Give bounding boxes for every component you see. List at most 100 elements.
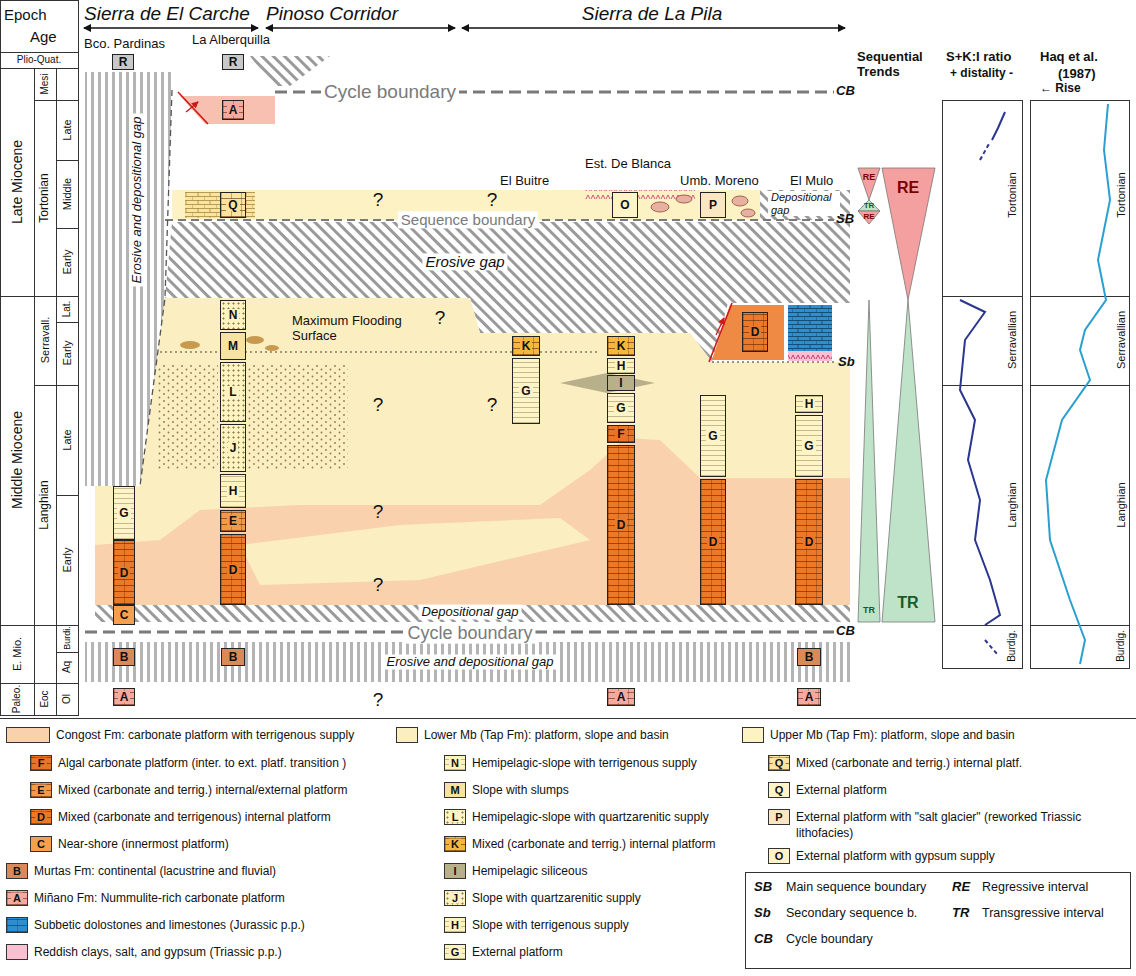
age-label: Eoc — [39, 690, 51, 707]
panel-title: Haq et al. — [1040, 50, 1098, 65]
boundary-label: Sequence boundary — [398, 211, 538, 228]
unit-letter: P — [707, 199, 719, 211]
gap-label: Erosive gap — [422, 253, 507, 270]
trend-triangle — [858, 300, 880, 622]
unit-letter: H — [227, 485, 240, 497]
boundary-label: Cycle boundary — [321, 81, 459, 103]
unit-letter: H — [803, 398, 816, 410]
unit-letter: A — [615, 691, 628, 703]
unit-letter: G — [706, 430, 719, 442]
legend-letter: F — [36, 758, 47, 769]
lithology-box: H — [795, 395, 823, 413]
curve-panel — [942, 385, 1022, 386]
subage-label: Lat. — [61, 301, 73, 318]
trend-label: TR — [897, 594, 918, 612]
trend-triangle — [858, 168, 935, 622]
axis-grid — [0, 1, 79, 716]
lithology-box: E — [220, 510, 246, 532]
trend-label: RE — [897, 179, 919, 197]
boundary-line — [85, 642, 850, 682]
panel-age-label: Tortonian — [1006, 172, 1019, 217]
lithology-box: J — [220, 424, 246, 472]
epoch-label: Middle Miocene — [9, 411, 25, 509]
thrust-block — [178, 92, 208, 124]
unknown-mark: ? — [373, 501, 384, 523]
region-header: Sierra de La Pila — [582, 3, 722, 25]
unknown-mark: ? — [373, 689, 384, 711]
section-name: Umb. Moreno — [680, 174, 759, 189]
subage-label: Late — [61, 119, 74, 140]
panel-age-label: Langhian — [1115, 482, 1128, 527]
legend-frame — [746, 873, 1131, 969]
curve-panel — [980, 142, 990, 160]
gap-area — [250, 56, 330, 86]
boundary-code: CB — [836, 84, 855, 99]
lithology-box: G — [700, 395, 726, 477]
lithology-box: D — [795, 479, 823, 605]
unknown-mark: ? — [435, 307, 446, 329]
unit-letter: R — [117, 56, 130, 68]
extent-arrow — [84, 27, 258, 29]
tap-upper-member — [741, 209, 755, 217]
unit-letter: A — [803, 691, 816, 703]
tap-upper-member — [185, 192, 255, 218]
legend-letter: B — [11, 866, 23, 877]
subage-label: Ol — [61, 694, 73, 704]
section-name: El Mulo — [790, 174, 833, 189]
lithology-box: R — [222, 54, 244, 70]
unit-letter: A — [118, 691, 131, 703]
legend-swatch — [396, 727, 418, 743]
lithology-box: H — [607, 358, 635, 374]
unit-letter: B — [803, 651, 816, 663]
trend-triangle — [858, 211, 880, 224]
tap-lower-member — [95, 298, 850, 605]
lithology-box: G — [512, 358, 540, 424]
panel-age-label: Serravallian — [1115, 311, 1128, 369]
lithology-box: K — [607, 336, 635, 356]
lithology-box: D — [742, 312, 768, 352]
region-header: Sierra de El Carche — [84, 3, 250, 25]
lithology-box: G — [113, 486, 135, 540]
thrust-block — [178, 92, 835, 362]
abbreviation: CB — [754, 932, 773, 947]
legend-text: External platform — [796, 782, 887, 798]
age-label: Mesi — [39, 73, 51, 94]
unit-letter: K — [615, 340, 628, 352]
legend-text: Upper Mb (Tap Fm): platform, slope and b… — [770, 727, 1015, 743]
curve-panel — [1046, 104, 1110, 664]
section-name: La Alberquilla — [192, 33, 270, 48]
legend-text: Slope with terrigenous supply — [472, 917, 629, 933]
legend-letter: D — [35, 812, 47, 823]
unit-letter: K — [520, 340, 533, 352]
unit-letter: J — [228, 442, 239, 454]
unit-letter: B — [118, 651, 131, 663]
legend-letter: K — [449, 839, 461, 850]
abbreviation: RE — [952, 880, 970, 895]
unit-letter: G — [802, 440, 815, 452]
unit-letter: D — [749, 326, 762, 338]
panel-title: S+K:I ratio — [946, 50, 1011, 65]
extent-arrow — [266, 27, 455, 29]
legend-text: External platform with gypsum supply — [796, 848, 995, 864]
axis-grid — [0, 625, 78, 626]
subage-label: Early — [61, 547, 74, 572]
unknown-mark: ? — [373, 189, 384, 211]
boundary-line — [85, 90, 850, 682]
unit-letter: C — [118, 609, 131, 621]
lithology-box: O — [612, 192, 638, 218]
lithology-box: B — [221, 648, 245, 666]
trend-triangle — [858, 168, 880, 200]
legend-text: Mixed (carbonate and terrig.) internal/e… — [58, 782, 347, 798]
abbreviation: TR — [952, 906, 969, 921]
lithology-box: N — [220, 300, 246, 330]
lithology-box: C — [113, 605, 135, 625]
curve-panel — [942, 625, 1022, 626]
lithology-box: G — [607, 393, 635, 423]
axis-grid — [56, 160, 78, 161]
tap-lower-member — [560, 373, 655, 393]
legend-swatch — [6, 944, 28, 960]
legend-text: Congost Fm: carbonate platform with terr… — [56, 727, 354, 743]
legend-letter: J — [450, 893, 460, 904]
thrust-block — [788, 305, 832, 351]
unit-letter: D — [803, 536, 816, 548]
